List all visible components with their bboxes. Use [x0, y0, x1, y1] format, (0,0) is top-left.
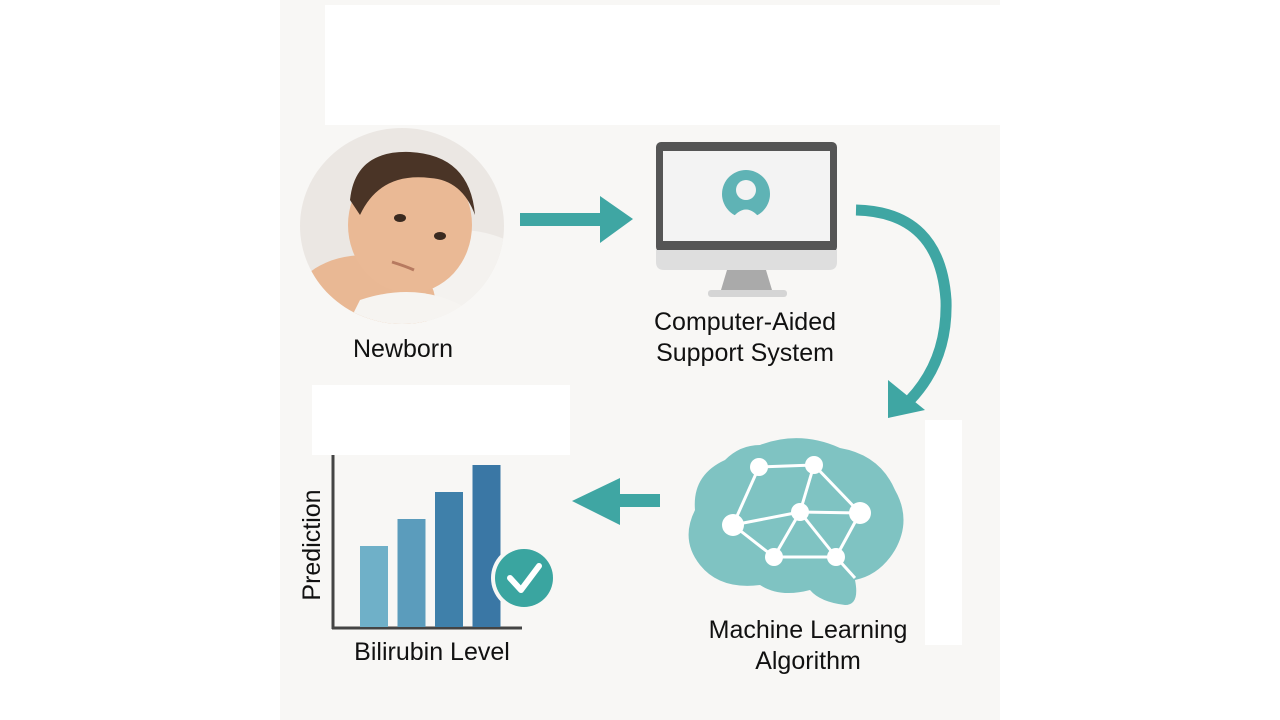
x-axis-label: Bilirubin Level [354, 638, 510, 666]
brain-network-icon [688, 438, 904, 605]
check-icon [491, 545, 557, 611]
chart-bar [397, 519, 426, 627]
chart-bar [435, 492, 463, 627]
monitor-icon [656, 142, 837, 297]
y-axis-label: Prediction [298, 489, 326, 601]
newborn-label: Newborn [352, 335, 454, 363]
baby-photo [300, 128, 504, 324]
arrow-right [520, 196, 633, 243]
system-label-line1: Computer-Aided [653, 308, 837, 336]
avatar-icon [722, 170, 770, 221]
blank-area [925, 420, 962, 645]
blank-area [325, 5, 1000, 125]
arrow-curved-down [855, 204, 952, 418]
system-label-line2: Support System [656, 339, 834, 367]
chart-bar [472, 465, 501, 627]
algorithm-label-line2: Algorithm [755, 647, 861, 675]
bar-chart-icon [331, 455, 557, 630]
algorithm-label-line1: Machine Learning [708, 616, 908, 644]
arrow-left [572, 478, 660, 525]
chart-bar [360, 546, 388, 627]
blank-area [312, 385, 570, 455]
